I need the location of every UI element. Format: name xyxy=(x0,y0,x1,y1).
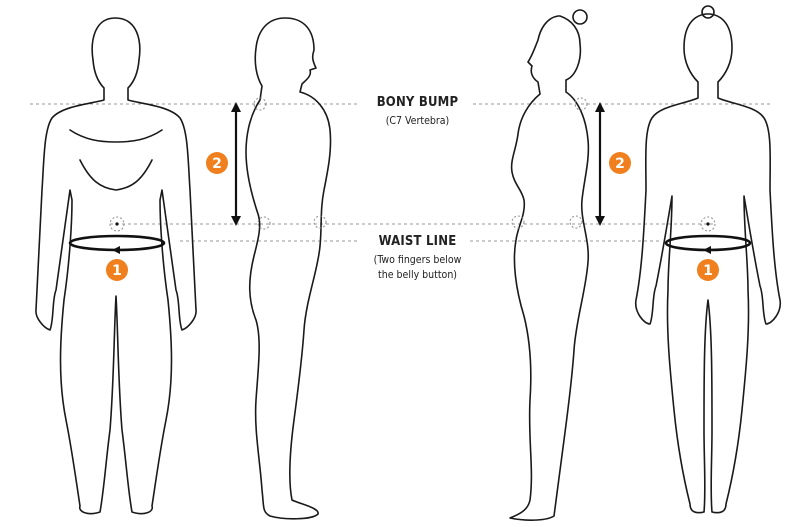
female-side-figure xyxy=(510,10,588,520)
waist-line-subtitle-line1: (Two fingers below xyxy=(345,253,490,268)
svg-text:1: 1 xyxy=(703,263,713,279)
male-waist-band xyxy=(70,236,164,254)
step-one-badge-female: 1 xyxy=(697,259,719,281)
waist-line-subtitle-line2: the belly button) xyxy=(345,268,490,283)
svg-text:2: 2 xyxy=(615,156,625,172)
waist-line-label: WAIST LINE (Two fingers below the belly … xyxy=(345,234,490,283)
male-back-length-arrow xyxy=(231,102,241,226)
svg-text:1: 1 xyxy=(112,263,122,279)
step-one-badge-male: 1 xyxy=(106,259,128,281)
female-back-length-arrow xyxy=(595,102,605,226)
bony-bump-title: BONY BUMP xyxy=(355,95,480,110)
male-side-figure xyxy=(246,18,331,519)
female-waist-band xyxy=(666,236,750,254)
waist-line-title: WAIST LINE xyxy=(345,234,490,249)
bony-bump-label: BONY BUMP (C7 Vertebra) xyxy=(355,95,480,129)
svg-text:2: 2 xyxy=(212,156,222,172)
bony-bump-subtitle: (C7 Vertebra) xyxy=(355,114,480,129)
step-two-badge-female: 2 xyxy=(609,152,631,174)
step-two-badge-male: 2 xyxy=(206,152,228,174)
